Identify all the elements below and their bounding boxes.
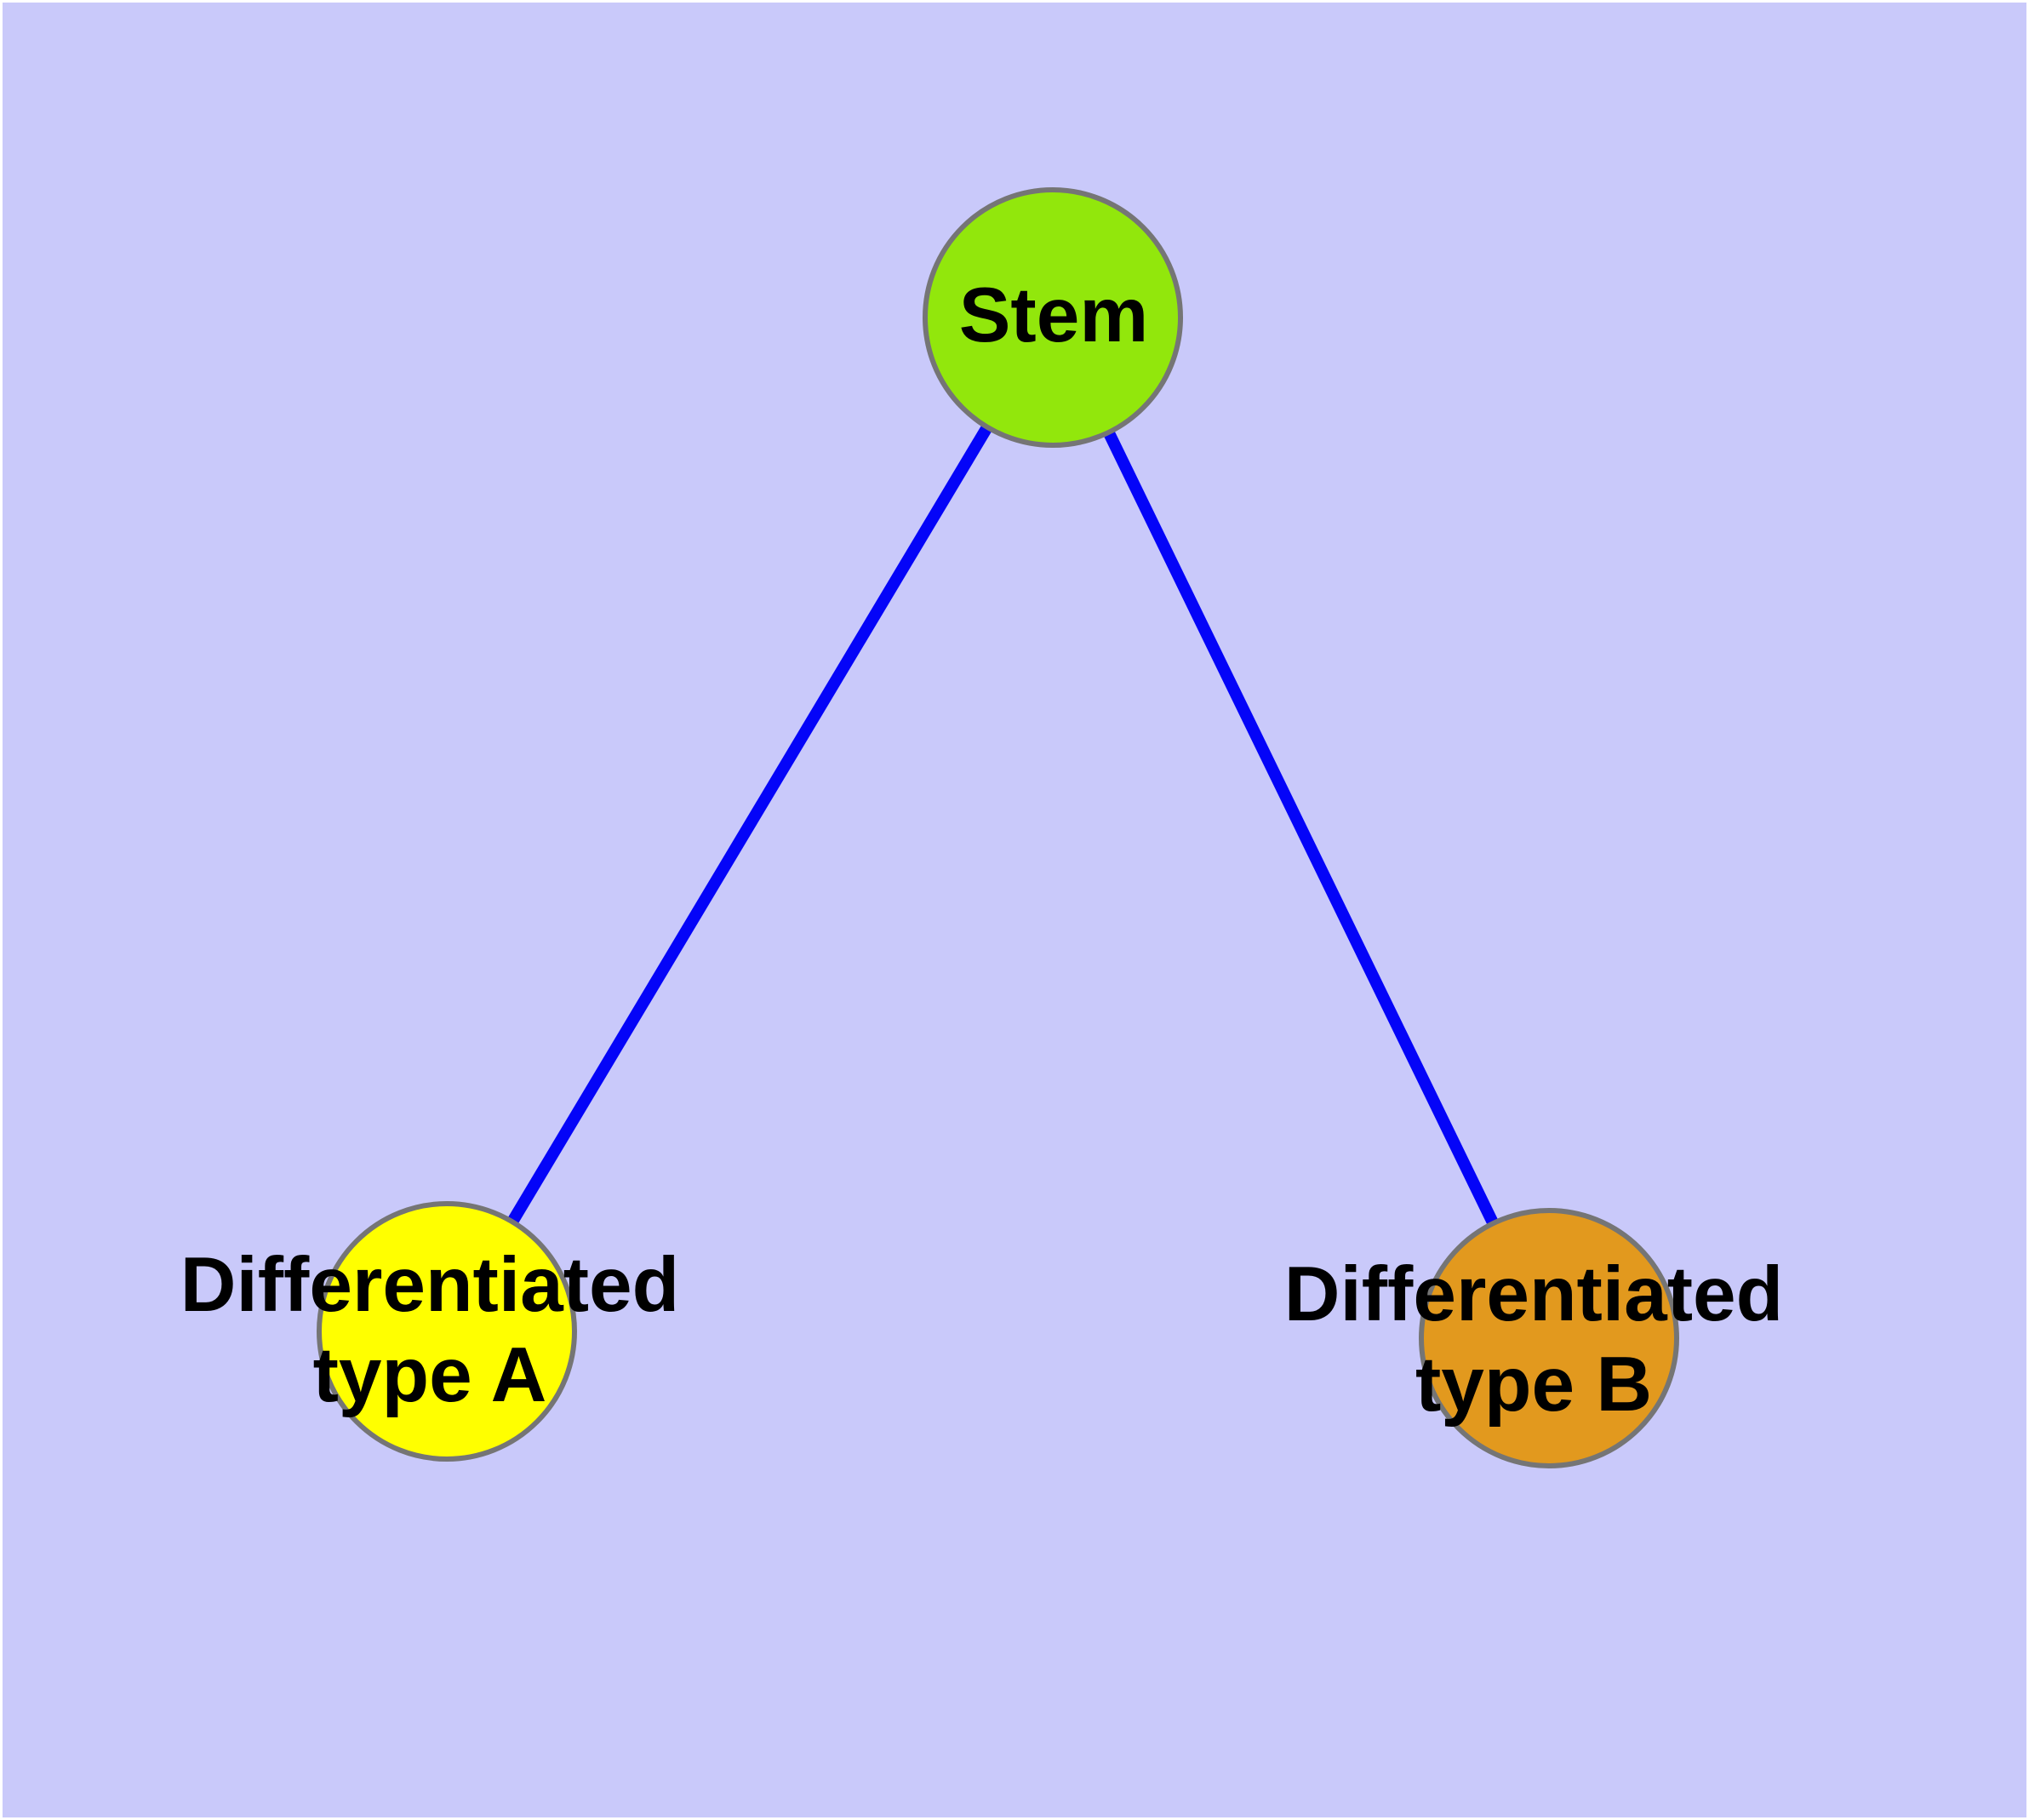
node-circle-differentiated-type-b — [1419, 1208, 1679, 1468]
edge-stem-to-b — [1047, 314, 1555, 1342]
node-label-differentiated-type-a: Differentiated type A — [180, 1240, 680, 1421]
node-label-stem: Stem — [959, 271, 1149, 361]
label-line: Stem — [958, 272, 1149, 358]
node-circle-differentiated-type-a — [317, 1201, 577, 1462]
node-circle-stem — [923, 187, 1183, 448]
node-label-differentiated-type-b: Differentiated type B — [1284, 1250, 1784, 1430]
label-line: Differentiated — [180, 1242, 680, 1328]
label-line: Differentiated — [1283, 1251, 1784, 1337]
label-line: type A — [312, 1332, 547, 1418]
edge-stem-to-a — [441, 314, 1059, 1335]
label-line: type B — [1415, 1342, 1653, 1428]
